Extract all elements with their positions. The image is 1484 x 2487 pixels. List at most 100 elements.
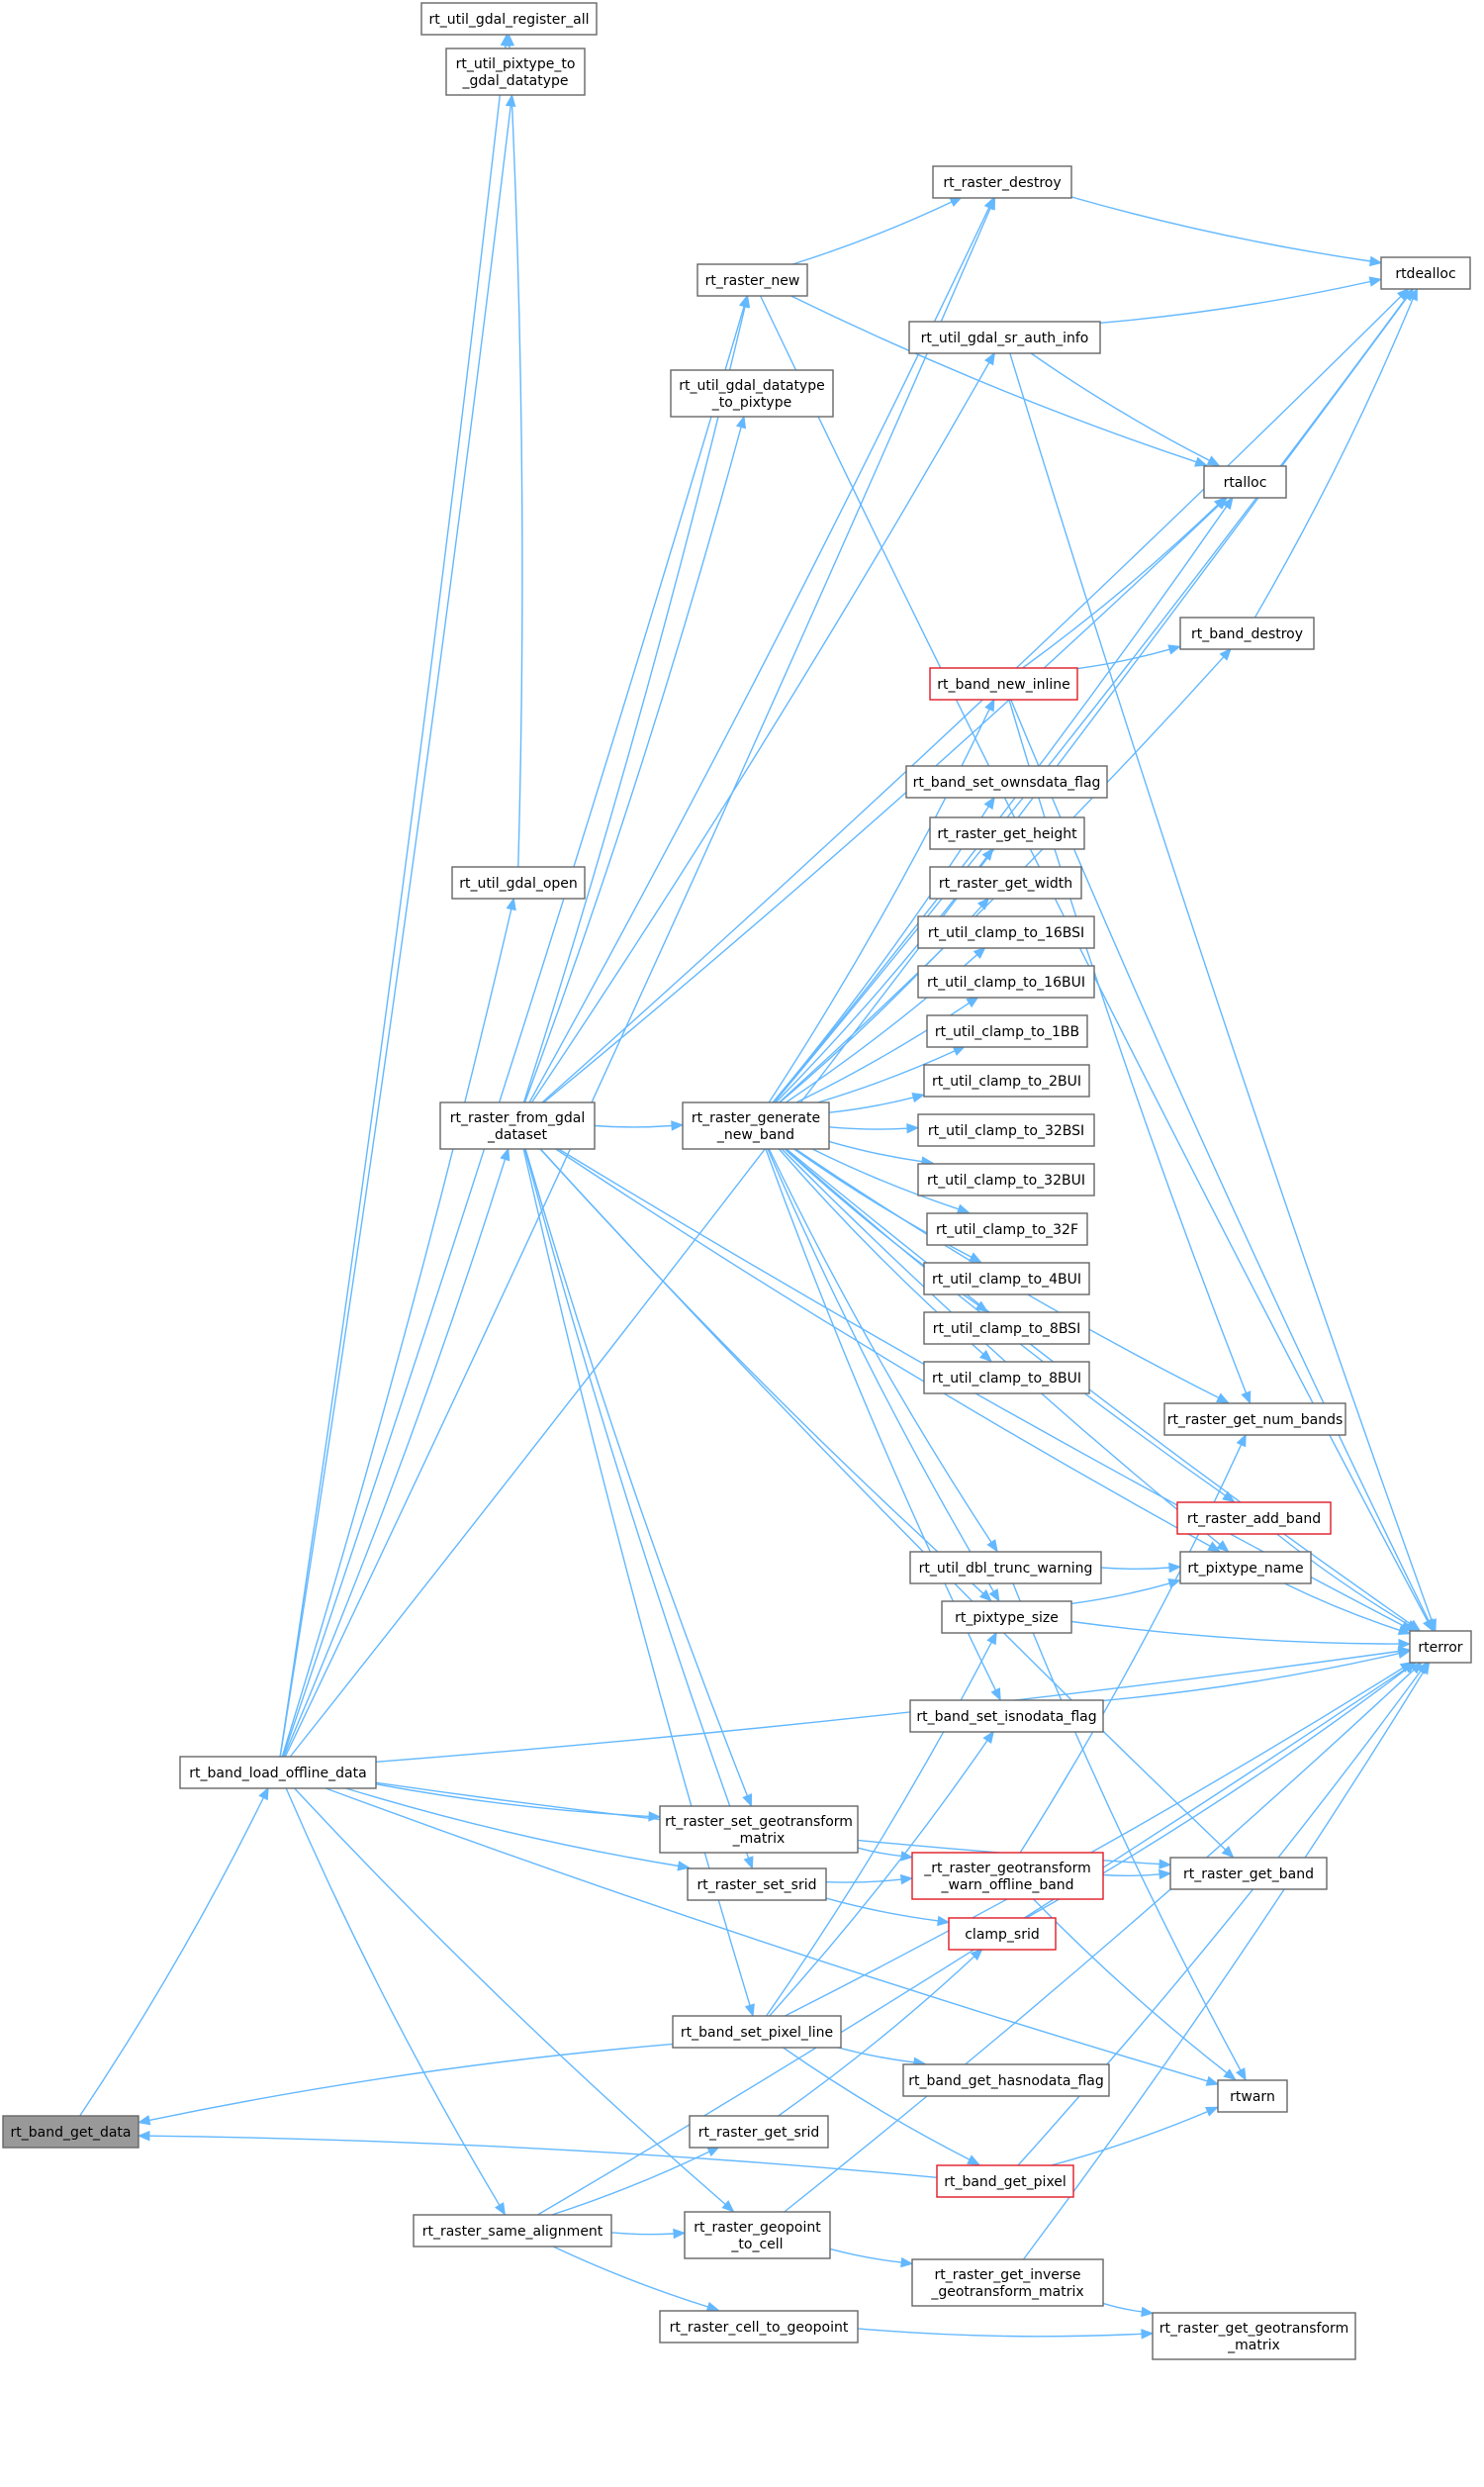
node-rtwarn[interactable]: rtwarn <box>1217 2079 1288 2113</box>
node-box[interactable] <box>687 1867 827 1901</box>
node-box[interactable] <box>451 866 586 900</box>
node-rt_raster_get_inverse_geotransform_matrix[interactable]: rt_raster_get_inverse_geotransform_matri… <box>911 2258 1104 2307</box>
node-box[interactable] <box>1217 2079 1288 2113</box>
node-box[interactable] <box>413 2214 612 2248</box>
node-box[interactable] <box>1380 256 1471 290</box>
node-rt_util_gdal_sr_auth_info[interactable]: rt_util_gdal_sr_auth_info <box>908 321 1101 354</box>
node-rt_util_clamp_to_16BSI[interactable]: rt_util_clamp_to_16BSI <box>917 915 1095 949</box>
node-box[interactable] <box>932 165 1072 199</box>
node-rt_raster_set_geotransform_matrix[interactable]: rt_raster_set_geotransform_matrix <box>659 1805 859 1854</box>
node-rt_band_destroy[interactable]: rt_band_destroy <box>1179 617 1315 650</box>
node-rt_util_gdal_datatype_to_pixtype[interactable]: rt_util_gdal_datatype_to_pixtype <box>670 369 834 418</box>
node-box[interactable] <box>696 263 808 297</box>
node-box[interactable] <box>445 48 586 96</box>
node-box[interactable] <box>684 2211 831 2259</box>
node-box[interactable] <box>902 2063 1110 2097</box>
node-box[interactable] <box>911 1852 1104 1900</box>
node-rt_raster_generate_new_band[interactable]: rt_raster_generate_new_band <box>682 1101 830 1150</box>
node-rt_util_dbl_trunc_warning[interactable]: rt_util_dbl_trunc_warning <box>909 1551 1102 1584</box>
node-box[interactable] <box>1163 1402 1346 1436</box>
node-box[interactable] <box>670 369 834 418</box>
node-rt_util_pixtype_to_gdal_datatype[interactable]: rt_util_pixtype_to_gdal_datatype <box>445 48 586 96</box>
node-box[interactable] <box>936 2164 1074 2198</box>
node-rt_raster_new[interactable]: rt_raster_new <box>696 263 808 297</box>
node-rterror[interactable]: rterror <box>1409 1630 1472 1664</box>
node-box[interactable] <box>917 965 1095 999</box>
node-box[interactable] <box>179 1756 377 1789</box>
node-rt_util_clamp_to_2BUI[interactable]: rt_util_clamp_to_2BUI <box>923 1064 1090 1098</box>
node-rt_pixtype_name[interactable]: rt_pixtype_name <box>1179 1551 1312 1584</box>
node-rt_raster_geopoint_to_cell[interactable]: rt_raster_geopoint_to_cell <box>684 2211 831 2259</box>
node-box[interactable] <box>941 1600 1072 1634</box>
node-rt_raster_from_gdal_dataset[interactable]: rt_raster_from_gdal_dataset <box>439 1101 596 1150</box>
node-box[interactable] <box>905 765 1108 799</box>
node-rt_util_gdal_register_all[interactable]: rt_util_gdal_register_all <box>420 2 598 36</box>
node-rt_band_load_offline_data[interactable]: rt_band_load_offline_data <box>179 1756 377 1789</box>
node-clamp_srid[interactable]: clamp_srid <box>948 1917 1057 1951</box>
node-box[interactable] <box>923 1311 1090 1345</box>
node-rt_pixtype_size[interactable]: rt_pixtype_size <box>941 1600 1072 1634</box>
node-rt_raster_get_num_bands[interactable]: rt_raster_get_num_bands <box>1163 1402 1346 1436</box>
node-rt_band_set_ownsdata_flag[interactable]: rt_band_set_ownsdata_flag <box>905 765 1108 799</box>
node-box[interactable] <box>1409 1630 1472 1664</box>
node-box[interactable] <box>926 1014 1088 1048</box>
node-rt_util_clamp_to_8BSI[interactable]: rt_util_clamp_to_8BSI <box>923 1311 1090 1345</box>
node-box[interactable] <box>917 915 1095 949</box>
node-box[interactable] <box>1176 1501 1332 1535</box>
node-box[interactable] <box>926 1212 1088 1246</box>
node-box[interactable] <box>917 1163 1095 1196</box>
node-box[interactable] <box>923 1361 1090 1394</box>
node-rt_raster_get_height[interactable]: rt_raster_get_height <box>929 816 1085 850</box>
node-rt_raster_set_srid[interactable]: rt_raster_set_srid <box>687 1867 827 1901</box>
node-box[interactable] <box>1169 1857 1328 1890</box>
node-rt_util_gdal_open[interactable]: rt_util_gdal_open <box>451 866 586 900</box>
node-box[interactable] <box>1152 2312 1356 2360</box>
node-box[interactable] <box>923 1262 1090 1295</box>
node-rt_raster_get_srid[interactable]: rt_raster_get_srid <box>689 2115 829 2149</box>
node-box[interactable] <box>909 1551 1102 1584</box>
node-rt_band_new_inline[interactable]: rt_band_new_inline <box>929 667 1078 701</box>
node-box[interactable] <box>908 321 1101 354</box>
node-box[interactable] <box>1179 617 1315 650</box>
node-box[interactable] <box>682 1101 830 1150</box>
node-box[interactable] <box>439 1101 596 1150</box>
node-box[interactable] <box>659 1805 859 1854</box>
node-box[interactable] <box>1179 1551 1312 1584</box>
node-rt_util_clamp_to_4BUI[interactable]: rt_util_clamp_to_4BUI <box>923 1262 1090 1295</box>
node-box[interactable] <box>948 1917 1057 1951</box>
node-rt_band_set_isnodata_flag[interactable]: rt_band_set_isnodata_flag <box>909 1699 1104 1733</box>
node-box[interactable] <box>1203 465 1287 499</box>
node-rt_util_clamp_to_1BB[interactable]: rt_util_clamp_to_1BB <box>926 1014 1088 1048</box>
node-rt_band_get_hasnodata_flag[interactable]: rt_band_get_hasnodata_flag <box>902 2063 1110 2097</box>
node-rt_band_get_pixel[interactable]: rt_band_get_pixel <box>936 2164 1074 2198</box>
node-rt_util_clamp_to_32F[interactable]: rt_util_clamp_to_32F <box>926 1212 1088 1246</box>
node-rt_util_clamp_to_16BUI[interactable]: rt_util_clamp_to_16BUI <box>917 965 1095 999</box>
node-rt_raster_get_geotransform_matrix[interactable]: rt_raster_get_geotransform_matrix <box>1152 2312 1356 2360</box>
node-rt_raster_get_width[interactable]: rt_raster_get_width <box>929 866 1082 900</box>
node-box[interactable] <box>929 816 1085 850</box>
node-rt_util_clamp_to_32BUI[interactable]: rt_util_clamp_to_32BUI <box>917 1163 1095 1196</box>
node-box[interactable] <box>909 1699 1104 1733</box>
node-box[interactable] <box>911 2258 1104 2307</box>
node-rt_band_get_data[interactable]: rt_band_get_data <box>2 2115 139 2149</box>
node-box[interactable] <box>929 667 1078 701</box>
node-rt_raster_get_band[interactable]: rt_raster_get_band <box>1169 1857 1328 1890</box>
node-box[interactable] <box>2 2115 139 2149</box>
node-box[interactable] <box>672 2015 842 2049</box>
node-box[interactable] <box>923 1064 1090 1098</box>
node-rt_raster_destroy[interactable]: rt_raster_destroy <box>932 165 1072 199</box>
node-box[interactable] <box>420 2 598 36</box>
node-box[interactable] <box>917 1113 1095 1147</box>
node-rt_raster_cell_to_geopoint[interactable]: rt_raster_cell_to_geopoint <box>659 2310 859 2344</box>
node-rt_raster_add_band[interactable]: rt_raster_add_band <box>1176 1501 1332 1535</box>
node-_rt_raster_geotransform_warn_offline_band[interactable]: _rt_raster_geotransform_warn_offline_ban… <box>911 1852 1104 1900</box>
node-box[interactable] <box>659 2310 859 2344</box>
node-box[interactable] <box>929 866 1082 900</box>
node-rtdealloc[interactable]: rtdealloc <box>1380 256 1471 290</box>
node-box[interactable] <box>689 2115 829 2149</box>
node-rt_util_clamp_to_32BSI[interactable]: rt_util_clamp_to_32BSI <box>917 1113 1095 1147</box>
node-rt_raster_same_alignment[interactable]: rt_raster_same_alignment <box>413 2214 612 2248</box>
node-rt_util_clamp_to_8BUI[interactable]: rt_util_clamp_to_8BUI <box>923 1361 1090 1394</box>
node-rtalloc[interactable]: rtalloc <box>1203 465 1287 499</box>
node-rt_band_set_pixel_line[interactable]: rt_band_set_pixel_line <box>672 2015 842 2049</box>
